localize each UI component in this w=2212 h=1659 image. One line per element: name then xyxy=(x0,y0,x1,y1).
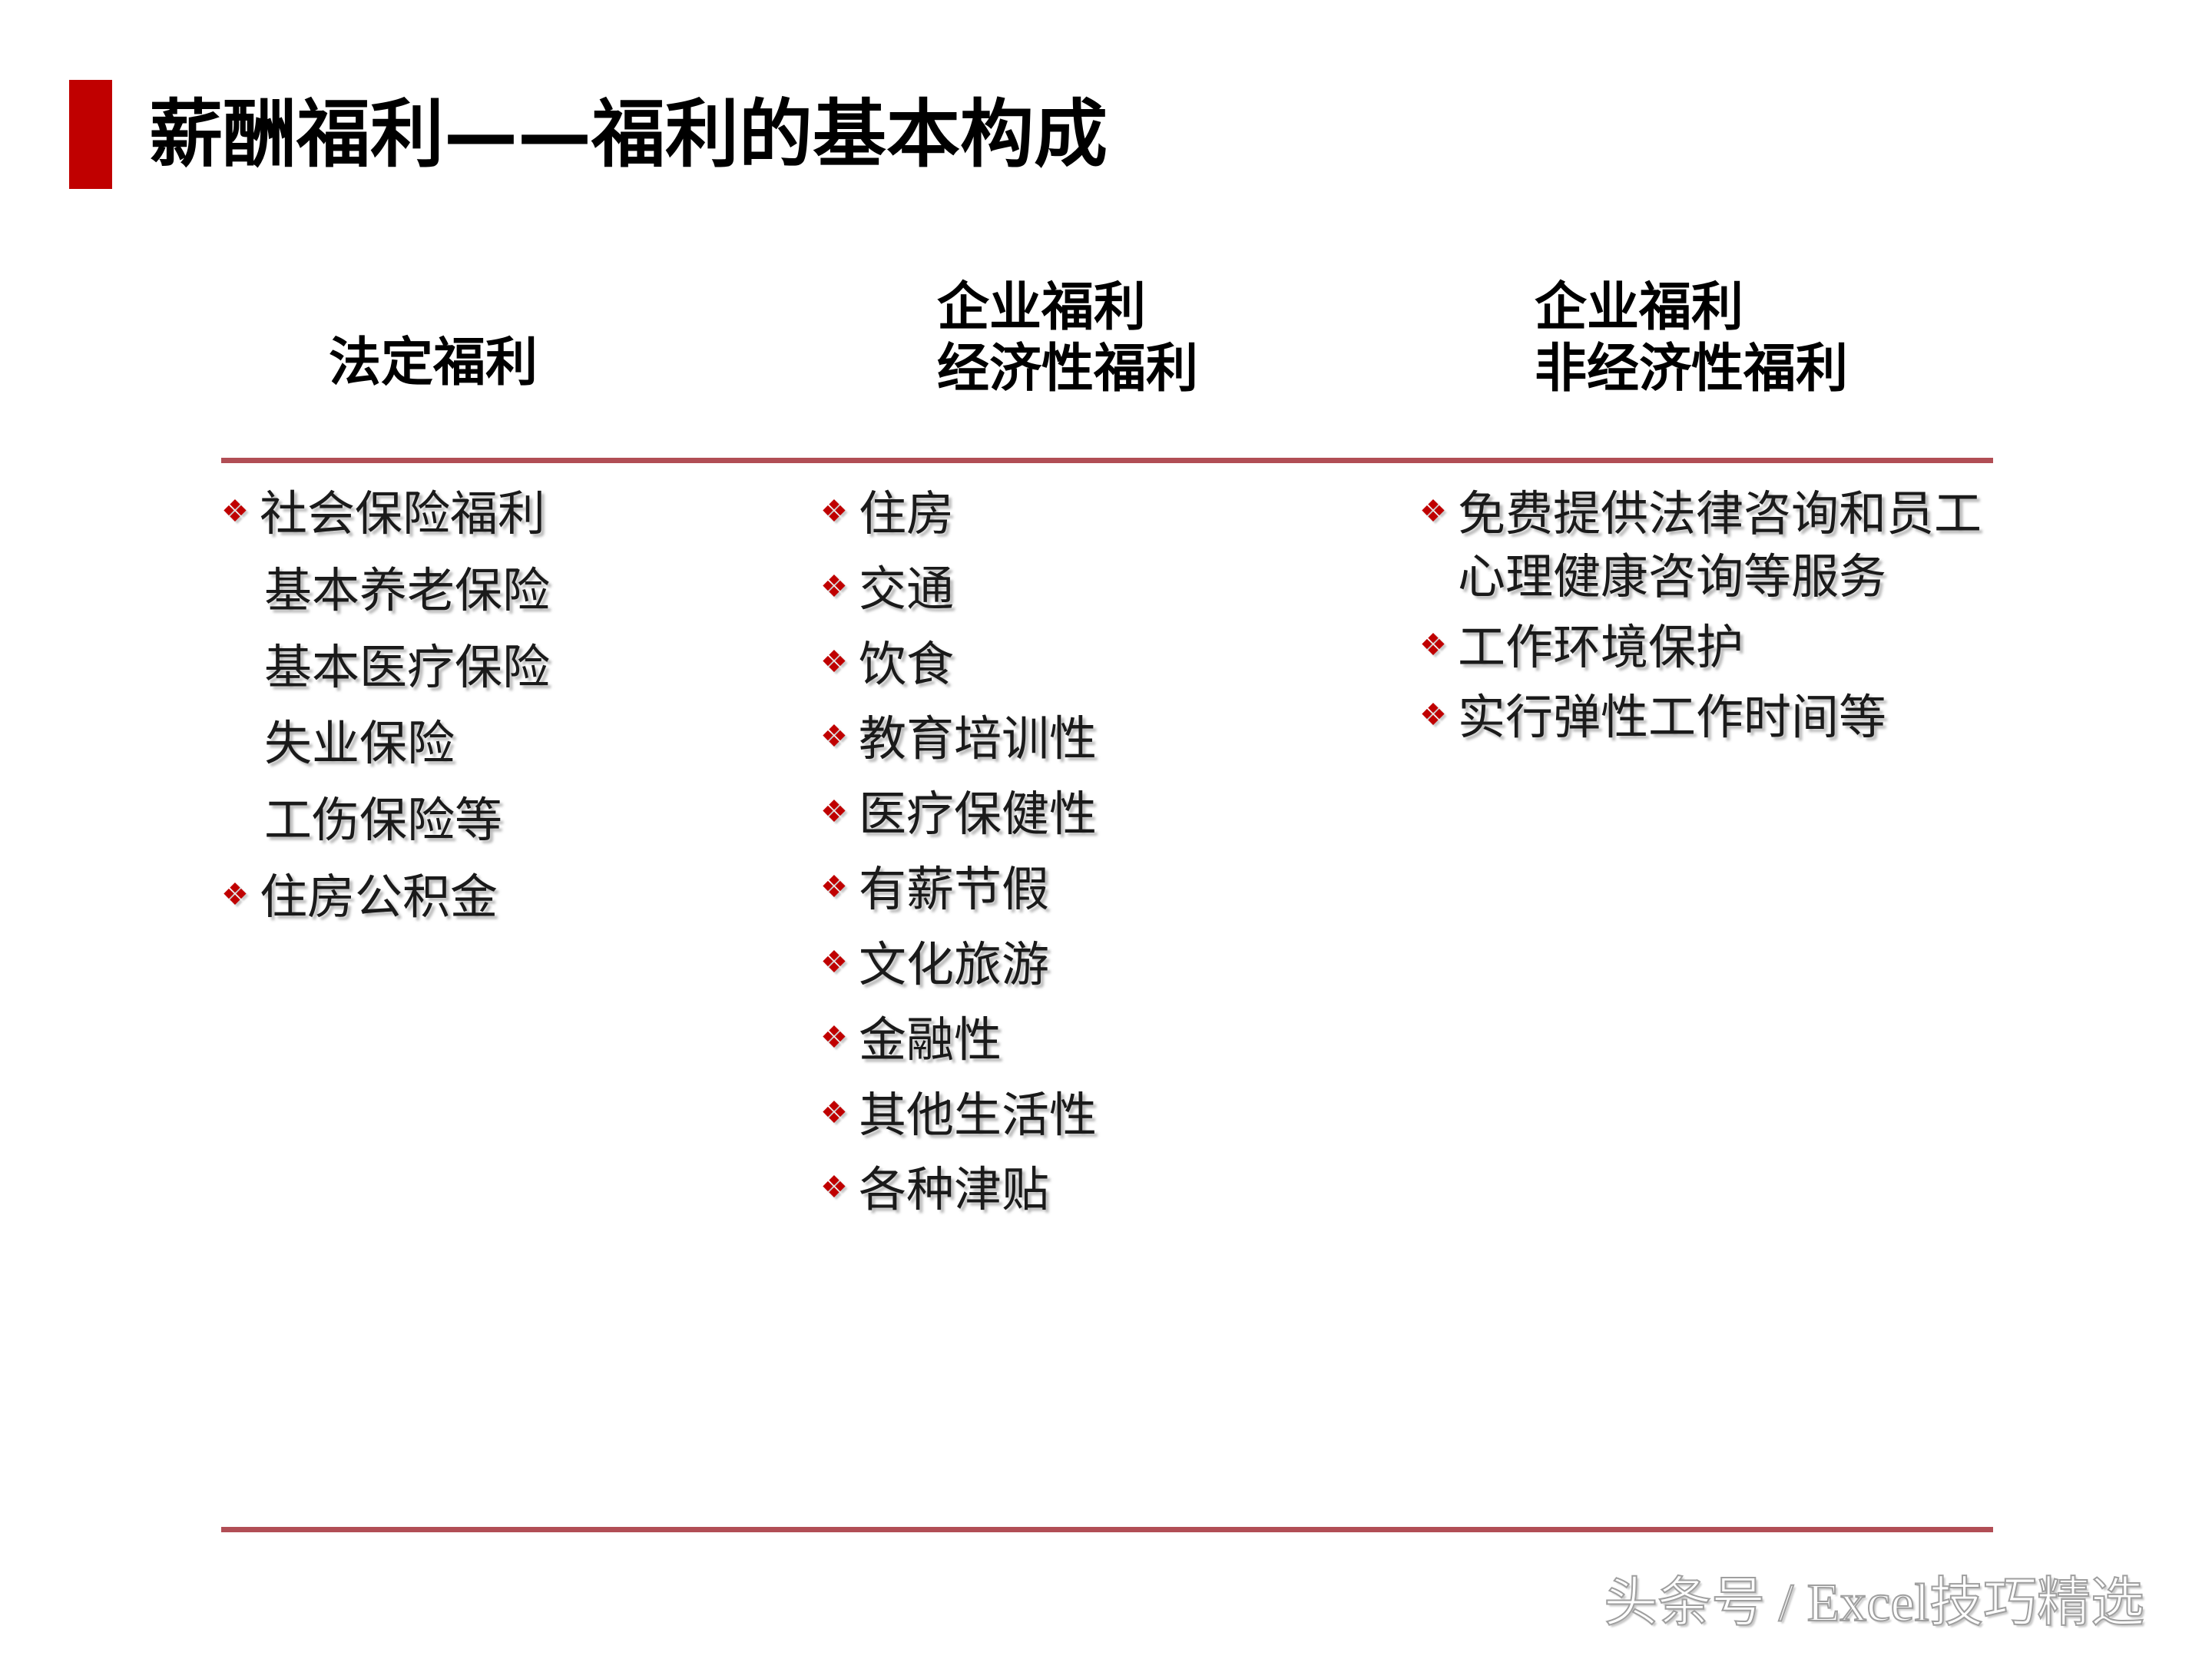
diamond-bullet-icon: ❖ xyxy=(820,719,848,754)
header-divider-top xyxy=(221,458,1993,463)
list-item-label: 社会保险福利 xyxy=(260,488,546,541)
list-item-label: 免费提供法律咨询和员工心理健康咨询等服务 xyxy=(1458,488,1982,604)
diamond-bullet-icon: ❖ xyxy=(1419,697,1447,733)
list-item: ❖ 失业保险 xyxy=(221,714,759,777)
list-item-label: 教育培训性 xyxy=(859,714,1098,767)
diamond-bullet-icon: ❖ xyxy=(1419,494,1447,528)
diamond-bullet-icon: ❖ xyxy=(820,494,848,528)
list-item: ❖ 金融性 xyxy=(820,1010,1312,1073)
list-item: ❖ 有薪节假 xyxy=(820,859,1312,922)
column-header-line: 企业福利 xyxy=(1535,278,1744,336)
list-item: ❖ 饮食 xyxy=(820,634,1312,697)
column-non-economic-corporate-benefits: ❖ 免费提供法律咨询和员工心理健康咨询等服务 ❖ 工作环境保护 ❖ 实行弹性工作… xyxy=(1419,484,1988,758)
list-item: ❖ 其他生活性 xyxy=(820,1085,1312,1148)
bullet-placeholder-icon: ❖ xyxy=(221,650,257,680)
list-item-label: 基本养老保险 xyxy=(264,565,551,618)
list-item-label: 工作环境保护 xyxy=(1458,621,1744,674)
list-item-label: 有薪节假 xyxy=(859,864,1050,917)
column-header-line: 经济性福利 xyxy=(937,339,1199,399)
list-item: ❖ 免费提供法律咨询和员工心理健康咨询等服务 xyxy=(1419,484,1988,610)
list-item: ❖ 交通 xyxy=(820,559,1312,622)
column-economic-corporate-benefits: ❖ 住房 ❖ 交通 ❖ 饮食 ❖ 教育培训性 ❖ 医疗保健性 ❖ 有薪节假 ❖ … xyxy=(820,484,1312,1235)
list-item-label: 住房公积金 xyxy=(260,872,498,925)
list-item-label: 医疗保健性 xyxy=(859,789,1098,842)
list-item: ❖ 基本医疗保险 xyxy=(221,637,759,700)
list-item-label: 失业保险 xyxy=(264,718,455,771)
column-header-statutory-benefits: 法定福利 xyxy=(329,332,538,393)
list-item: ❖ 实行弹性工作时间等 xyxy=(1419,687,1988,750)
benefits-columns: ❖ 社会保险福利 ❖ 基本养老保险 ❖ 基本医疗保险 ❖ 失业保险 ❖ 工伤保险… xyxy=(221,484,1993,1521)
diamond-bullet-icon: ❖ xyxy=(1419,627,1447,662)
list-item-label: 基本医疗保险 xyxy=(264,641,551,694)
page-title: 薪酬福利——福利的基本构成 xyxy=(149,91,1108,177)
diamond-bullet-icon: ❖ xyxy=(820,794,848,830)
list-item: ❖ 社会保险福利 xyxy=(221,484,759,547)
column-header-line: 企业福利 xyxy=(937,278,1147,336)
list-item-label: 其他生活性 xyxy=(859,1089,1098,1142)
diamond-bullet-icon: ❖ xyxy=(221,877,249,912)
list-item: ❖ 教育培训性 xyxy=(820,709,1312,772)
list-item-label: 交通 xyxy=(859,563,955,616)
list-item-label: 金融性 xyxy=(859,1014,1002,1067)
diamond-bullet-icon: ❖ xyxy=(820,869,848,905)
diamond-bullet-icon: ❖ xyxy=(820,1019,848,1055)
list-item: ❖ 工伤保险等 xyxy=(221,790,759,853)
diamond-bullet-icon: ❖ xyxy=(221,494,249,528)
column-header-line: 非经济性福利 xyxy=(1535,339,1849,399)
list-item: ❖ 医疗保健性 xyxy=(820,784,1312,847)
column-header-line: 法定福利 xyxy=(329,333,538,392)
content-divider-bottom xyxy=(221,1527,1993,1532)
list-item: ❖ 基本养老保险 xyxy=(221,561,759,624)
bullet-placeholder-icon: ❖ xyxy=(221,803,257,833)
list-item: ❖ 住房公积金 xyxy=(221,867,759,930)
diamond-bullet-icon: ❖ xyxy=(820,644,848,679)
diamond-bullet-icon: ❖ xyxy=(820,568,848,604)
column-header-non-economic-corporate-benefits: 企业福利 非经济性福利 xyxy=(1535,276,1848,399)
list-item-label: 住房 xyxy=(859,488,955,541)
list-item: ❖ 各种津贴 xyxy=(820,1160,1312,1223)
list-item-label: 各种津贴 xyxy=(859,1164,1050,1217)
diamond-bullet-icon: ❖ xyxy=(820,1094,848,1130)
diamond-bullet-icon: ❖ xyxy=(820,1170,848,1205)
column-statutory-benefits: ❖ 社会保险福利 ❖ 基本养老保险 ❖ 基本医疗保险 ❖ 失业保险 ❖ 工伤保险… xyxy=(221,484,759,944)
list-item-label: 文化旅游 xyxy=(859,939,1050,992)
column-headers: 法定福利 企业福利 经济性福利 企业福利 非经济性福利 xyxy=(221,276,1993,458)
title-accent-bar xyxy=(69,80,112,189)
list-item: ❖ 住房 xyxy=(820,484,1312,547)
watermark-credit: 头条号 / Excel技巧精选 xyxy=(1603,1573,2145,1634)
column-header-economic-corporate-benefits: 企业福利 经济性福利 xyxy=(937,276,1198,399)
slide-title-bar: 薪酬福利——福利的基本构成 xyxy=(0,77,2212,192)
list-item-label: 工伤保险等 xyxy=(264,795,503,848)
list-item-label: 饮食 xyxy=(859,638,955,691)
list-item: ❖ 文化旅游 xyxy=(820,935,1312,998)
list-item-label: 实行弹性工作时间等 xyxy=(1458,692,1887,745)
bullet-placeholder-icon: ❖ xyxy=(221,726,257,757)
diamond-bullet-icon: ❖ xyxy=(820,944,848,979)
list-item: ❖ 工作环境保护 xyxy=(1419,618,1988,680)
bullet-placeholder-icon: ❖ xyxy=(221,573,257,604)
